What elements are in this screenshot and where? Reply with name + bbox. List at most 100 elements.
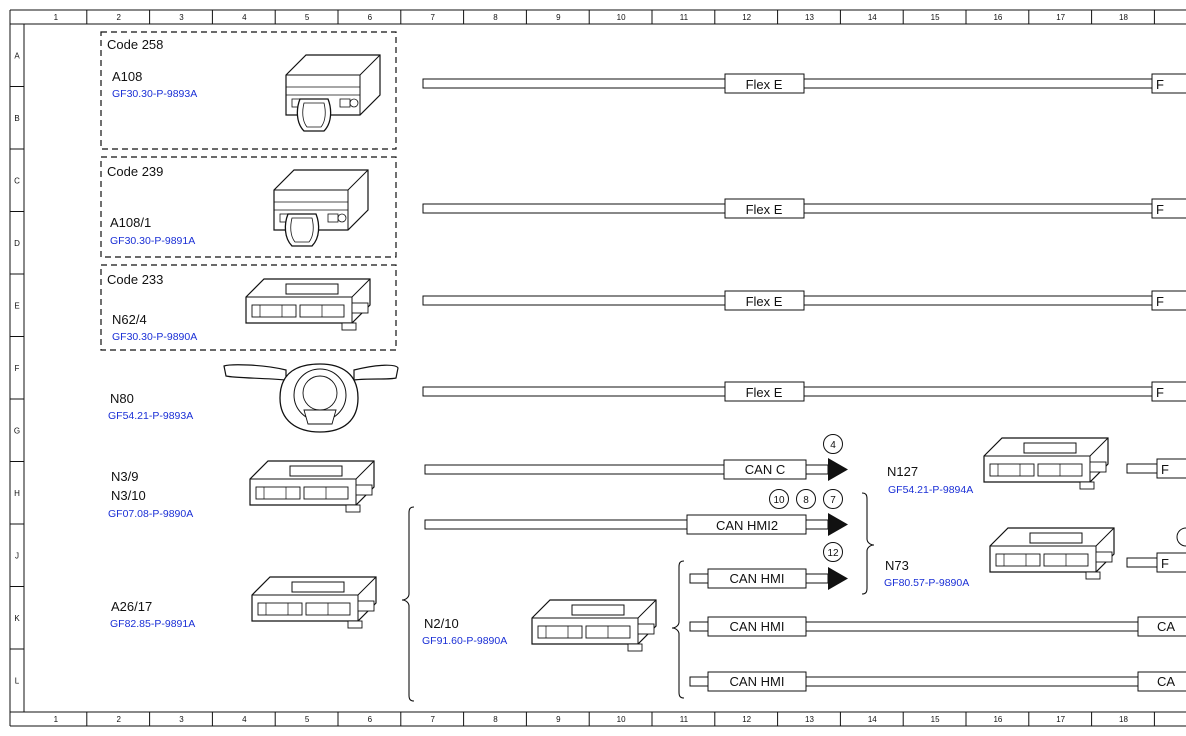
column-number: 13 xyxy=(805,715,814,724)
arrow-right-icon xyxy=(828,458,848,481)
bus-label-cut: F xyxy=(1156,385,1164,400)
row-letter: D xyxy=(14,239,20,248)
bus-flex-1[interactable]: Flex E F xyxy=(422,73,1186,94)
column-number: 17 xyxy=(1056,715,1065,724)
module-n127: N127 GF54.21-P-9894A xyxy=(887,437,1109,496)
ref-marker-10[interactable]: 10 xyxy=(769,489,789,509)
module-name: A26/17 xyxy=(111,599,152,614)
doc-reference-link[interactable]: GF80.57-P-9890A xyxy=(884,577,969,589)
column-number: 2 xyxy=(116,715,121,724)
column-number: 6 xyxy=(368,715,373,724)
bracket-left-can-hmi xyxy=(671,560,685,699)
control-unit-icon xyxy=(245,278,371,331)
ref-number: 7 xyxy=(830,495,836,506)
column-number: 4 xyxy=(242,13,247,22)
module-n80: N80 GF54.21-P-9893A xyxy=(108,363,399,433)
bus-can-hmi2[interactable]: CAN HMI2 xyxy=(424,513,848,536)
row-letter: G xyxy=(14,426,20,435)
column-number: 3 xyxy=(179,13,184,22)
drawing-frame xyxy=(9,9,1186,727)
module-name: N80 xyxy=(110,391,134,406)
row-letter: A xyxy=(14,51,20,60)
bus-label-cut: F xyxy=(1156,294,1164,309)
doc-reference-link[interactable]: GF82.85-P-9891A xyxy=(110,618,195,630)
column-number: 4 xyxy=(242,715,247,724)
bus-stub-n73[interactable]: F xyxy=(1126,527,1186,573)
module-name: A108/1 xyxy=(110,215,151,230)
code-label: Code 258 xyxy=(107,37,163,52)
column-number: 1 xyxy=(54,715,59,724)
ref-marker-12[interactable]: 12 xyxy=(823,542,843,562)
code-239-frame xyxy=(100,156,397,258)
bracket-left-n2-10 xyxy=(401,506,415,702)
bus-label-cut: CA xyxy=(1157,674,1175,689)
bus-label: Flex E xyxy=(746,385,783,400)
ref-marker-cut xyxy=(1176,527,1186,547)
ref-number: 8 xyxy=(803,495,809,506)
row-letter: J xyxy=(15,551,19,560)
radar-sensor-icon xyxy=(285,54,381,132)
row-letter: C xyxy=(14,176,20,185)
ref-marker-4[interactable]: 4 xyxy=(823,434,843,454)
bus-label: CAN HMI xyxy=(730,674,785,689)
column-number: 10 xyxy=(617,715,626,724)
arrow-right-icon xyxy=(828,567,848,590)
bus-can-hmi-a[interactable]: CAN HMI xyxy=(689,567,848,590)
column-number: 8 xyxy=(493,715,498,724)
row-letter: H xyxy=(14,489,20,498)
column-number: 18 xyxy=(1119,715,1128,724)
row-letter: E xyxy=(14,301,19,310)
column-number: 7 xyxy=(430,13,435,22)
bus-label: CAN HMI2 xyxy=(716,518,778,533)
bus-label: CAN HMI xyxy=(730,619,785,634)
bus-flex-3[interactable]: Flex E F xyxy=(422,290,1186,311)
module-n3-9: N3/9 N3/10 GF07.08-P-9890A xyxy=(108,460,375,520)
column-number: 16 xyxy=(993,13,1002,22)
module-n2-10: N2/10 GF91.60-P-9890A xyxy=(422,599,657,652)
doc-reference-link[interactable]: GF30.30-P-9893A xyxy=(112,88,197,100)
column-number: 15 xyxy=(931,13,940,22)
bus-label: Flex E xyxy=(746,294,783,309)
control-unit-icon xyxy=(989,527,1115,580)
column-number: 14 xyxy=(868,13,877,22)
doc-reference-link[interactable]: GF91.60-P-9890A xyxy=(422,635,507,647)
doc-reference-link[interactable]: GF54.21-P-9893A xyxy=(108,410,193,422)
column-number: 9 xyxy=(556,13,561,22)
module-name: N2/10 xyxy=(424,616,459,631)
module-n62-4: Code 233 N62/4 GF30.30-P-9890A xyxy=(100,264,397,351)
module-a26-17: A26/17 GF82.85-P-9891A xyxy=(110,576,377,630)
doc-reference-link[interactable]: GF30.30-P-9890A xyxy=(112,331,197,343)
doc-reference-link[interactable]: GF30.30-P-9891A xyxy=(110,235,195,247)
column-number: 9 xyxy=(556,715,561,724)
column-number: 6 xyxy=(368,13,373,22)
doc-reference-link[interactable]: GF07.08-P-9890A xyxy=(108,508,193,520)
module-name: N3/9 xyxy=(111,469,138,484)
row-letter: F xyxy=(15,364,20,373)
bus-flex-2[interactable]: Flex E F xyxy=(422,198,1186,219)
bus-can-c[interactable]: CAN C xyxy=(424,458,848,481)
code-label: Code 239 xyxy=(107,164,163,179)
bus-stub-n127[interactable]: F xyxy=(1126,458,1186,479)
column-number: 17 xyxy=(1056,13,1065,22)
module-name: N73 xyxy=(885,558,909,573)
control-unit-icon xyxy=(983,437,1109,490)
bus-flex-4[interactable]: Flex E F xyxy=(422,381,1186,402)
doc-reference-link[interactable]: GF54.21-P-9894A xyxy=(888,484,973,496)
column-number: 2 xyxy=(116,13,121,22)
control-unit-icon xyxy=(531,599,657,652)
module-name-alt: N3/10 xyxy=(111,488,146,503)
bus-can-hmi-b[interactable]: CAN HMI CA xyxy=(689,616,1186,637)
control-unit-icon xyxy=(251,576,377,629)
column-number: 5 xyxy=(305,13,310,22)
module-name: N127 xyxy=(887,464,918,479)
ref-marker-7[interactable]: 7 xyxy=(823,489,843,509)
module-n73: N73 GF80.57-P-9890A xyxy=(884,527,1115,589)
bus-can-hmi-c[interactable]: CAN HMI CA xyxy=(689,671,1186,692)
module-a108: Code 258 A108 GF30.30-P-9893A xyxy=(100,31,397,150)
bus-label-cut: CA xyxy=(1157,619,1175,634)
ref-number: 10 xyxy=(773,495,785,506)
camera-sensor-icon xyxy=(273,169,369,247)
ref-marker-8[interactable]: 8 xyxy=(796,489,816,509)
column-number: 18 xyxy=(1119,13,1128,22)
